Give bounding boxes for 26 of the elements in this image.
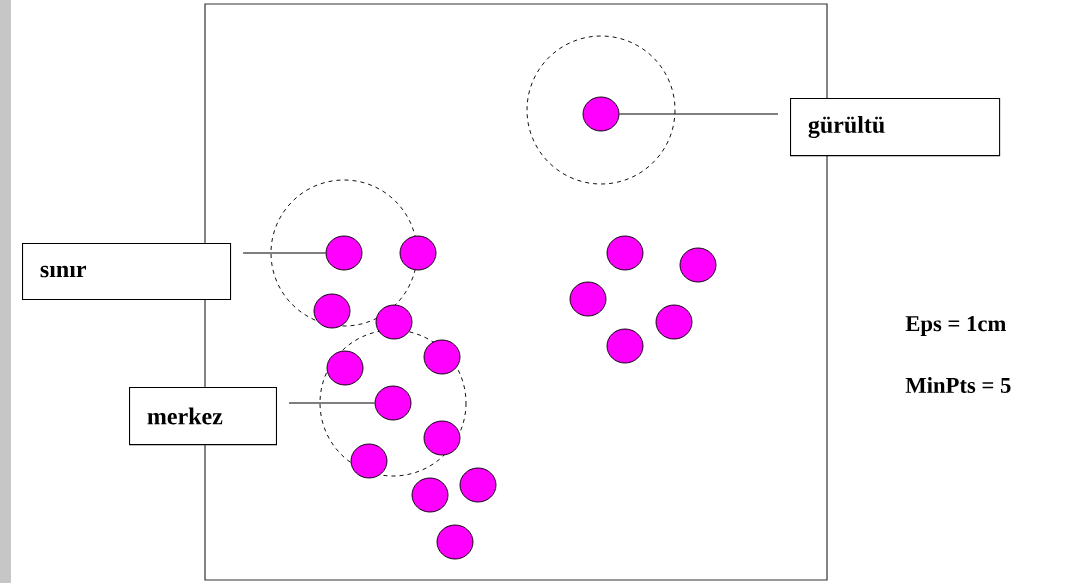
leader-line — [288, 402, 376, 404]
data-point — [606, 328, 644, 364]
parameter-label: MinPts = 5 — [905, 377, 1011, 393]
leader-line — [618, 113, 779, 115]
data-point — [423, 339, 461, 375]
data-point — [459, 467, 497, 503]
data-point — [569, 281, 607, 317]
data-point — [399, 235, 437, 271]
data-point — [375, 304, 413, 340]
data-point — [325, 235, 363, 271]
label-box: gürültü — [790, 98, 1001, 157]
data-point — [582, 96, 620, 132]
data-point — [679, 247, 717, 283]
data-point — [436, 524, 474, 560]
parameter-label: Eps = 1cm — [905, 316, 1006, 336]
data-point — [655, 304, 693, 340]
label-box: merkez — [129, 387, 277, 446]
data-point — [411, 477, 449, 513]
data-point — [606, 235, 644, 271]
data-point — [350, 443, 388, 479]
data-point — [313, 293, 351, 329]
data-point — [374, 385, 412, 421]
data-point — [326, 350, 364, 386]
label-box: sınır — [22, 243, 232, 301]
leader-line — [242, 252, 327, 254]
data-point — [423, 420, 461, 456]
